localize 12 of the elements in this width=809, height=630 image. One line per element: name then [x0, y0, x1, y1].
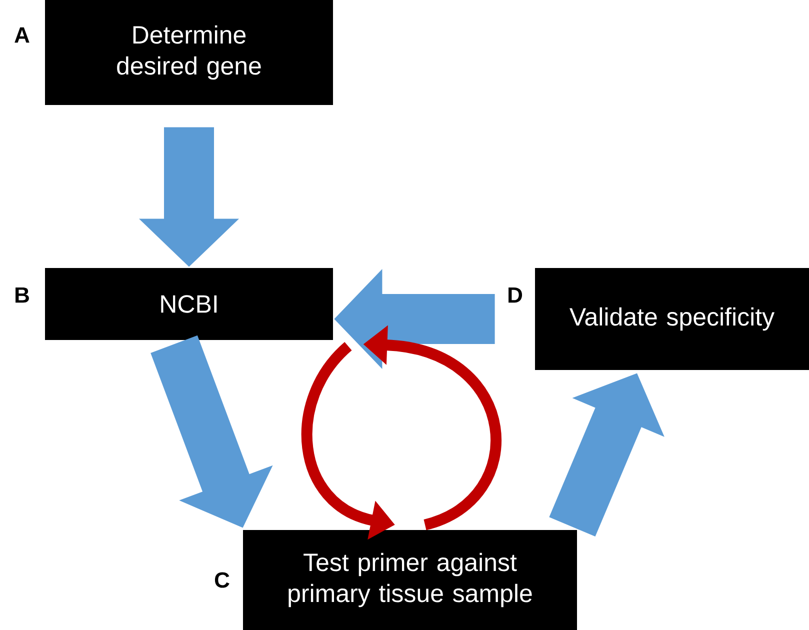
- step-box: NCBI: [45, 268, 333, 340]
- step-box: Validate specificity: [535, 268, 809, 370]
- step-letter: D: [508, 287, 522, 303]
- block-arrow: [150, 335, 273, 528]
- step-box: Test primer against primary tissue sample: [243, 530, 577, 630]
- step-box: Determine desired gene: [45, 0, 333, 105]
- block-arrow: [549, 373, 664, 537]
- block-arrow: [334, 269, 495, 369]
- step-letter: A: [14, 27, 30, 43]
- step-letter: C: [214, 572, 230, 588]
- block-arrow: [139, 127, 239, 267]
- step-letter: B: [16, 287, 29, 303]
